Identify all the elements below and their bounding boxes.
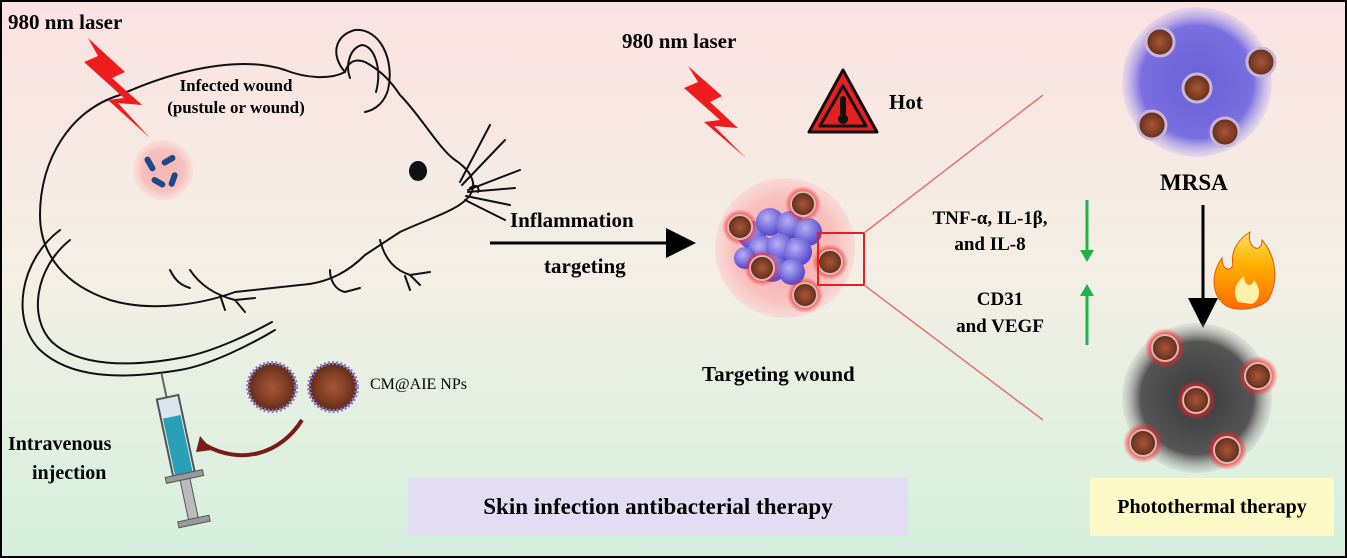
zoom-line-bottom — [863, 284, 1044, 421]
infected-wound-label-line2: (pustule or wound) — [167, 98, 305, 117]
photothermal-therapy-box: Photothermal therapy — [1090, 478, 1334, 536]
infected-wound-label-line1: Infected wound — [179, 76, 293, 95]
intravenous-label-line2: injection — [32, 462, 107, 484]
laser-label-center: 980 nm laser — [622, 29, 737, 53]
up-arrow-green — [1080, 284, 1094, 345]
therapy-banner-text: Skin infection antibacterial therapy — [483, 494, 833, 519]
intravenous-label-line1: Intravenous — [8, 433, 112, 455]
cytokines-label-line1: TNF-α, IL-1β, — [932, 208, 1048, 229]
mrsa-label: MRSA — [1160, 170, 1228, 195]
photothermal-therapy-text: Photothermal therapy — [1117, 495, 1307, 518]
nps-label: CM@AIE NPs — [370, 376, 467, 393]
targeting-label: targeting — [544, 254, 626, 278]
cd31-label-line1: CD31 — [976, 289, 1024, 310]
targeting-wound-label: Targeting wound — [702, 362, 855, 386]
nanoparticles-on-mrsa — [1136, 26, 1277, 148]
np-to-syringe-arrow — [204, 418, 304, 458]
zoom-line-top — [863, 94, 1044, 234]
zoom-box — [817, 232, 865, 286]
wound-bacteria — [144, 155, 178, 188]
lightning-bolt-icon-left — [84, 38, 150, 138]
infected-wound-spot — [133, 140, 193, 200]
glowing-nanoparticles-on-treated — [1123, 328, 1278, 470]
syringe-icon — [155, 372, 211, 529]
cd31-label-line2: and VEGF — [956, 316, 1044, 337]
flame-icon — [1213, 230, 1276, 310]
cytokines-label-line2: and IL-8 — [954, 234, 1026, 255]
laser-label-left: 980 nm laser — [8, 10, 123, 34]
therapy-banner: Skin infection antibacterial therapy — [408, 478, 908, 536]
mouse-illustration — [21, 28, 521, 377]
cm-aie-nanoparticles — [246, 361, 359, 413]
hot-label: Hot — [889, 90, 923, 114]
np-to-syringe-arrowhead — [196, 436, 212, 452]
inflammation-label: Inflammation — [510, 208, 634, 232]
down-arrow-green — [1080, 200, 1094, 262]
lightning-bolt-icon-center — [684, 66, 746, 158]
warning-thermometer-icon — [807, 68, 879, 134]
